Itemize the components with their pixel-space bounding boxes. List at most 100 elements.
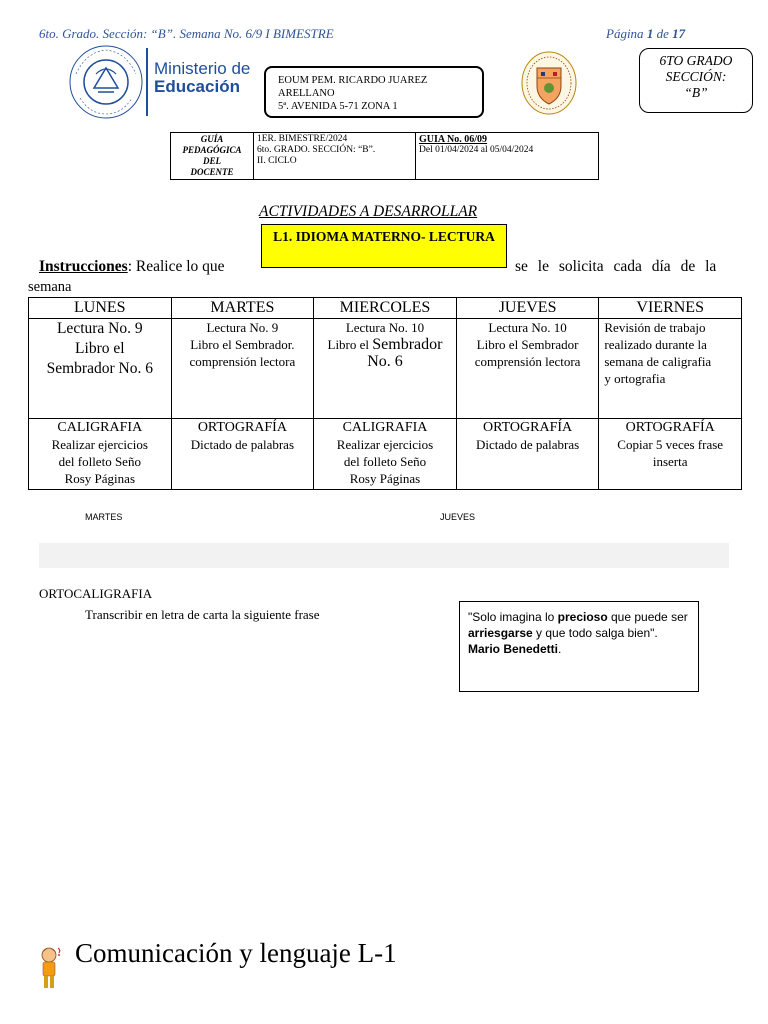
- cell-text: Libro el: [327, 337, 373, 352]
- instructions-text-right: se le solicita cada día de la: [515, 258, 717, 275]
- cell-viernes-writing: ORTOGRAFÍA Copiar 5 veces frase inserta: [598, 418, 742, 490]
- cell-line: comprensión lectora: [474, 354, 581, 369]
- cell-line: Lectura No. 9: [206, 320, 279, 335]
- cell-line: ORTOGRAFÍA: [625, 420, 715, 435]
- cell-lunes-writing: CALIGRAFIA Realizar ejercicios del folle…: [28, 418, 172, 490]
- cell-line: semana de caligrafia: [604, 354, 712, 369]
- cell-lunes-reading: Lectura No. 9 Libro el Sembrador No. 6: [28, 318, 172, 419]
- header-left: 6to. Grado. Sección: “B”. Semana No. 6/9…: [39, 26, 334, 41]
- instructions-right: se le solicita cada día de la: [515, 258, 729, 276]
- instructions-left: Instrucciones: Realice lo que: [39, 258, 225, 276]
- grade-line2: SECCIÓN:: [665, 69, 727, 84]
- header-jueves: JUEVES: [455, 297, 600, 319]
- schedule-header-row: LUNES MARTES MIERCOLES JUEVES VIERNES: [28, 297, 742, 319]
- cell-line: del folleto Seño: [343, 454, 427, 469]
- child-reading-icon: [41, 947, 61, 988]
- header-miercoles: MIERCOLES: [313, 297, 457, 319]
- cell-line: CALIGRAFIA: [342, 420, 428, 435]
- label-jueves: JUEVES: [440, 512, 476, 522]
- gray-band: [39, 543, 729, 568]
- cell-jueves-writing: ORTOGRAFÍA Dictado de palabras: [455, 418, 600, 490]
- cell-line: ORTOGRAFÍA: [483, 420, 573, 435]
- guide-type-line: PEDAGÓGICA: [182, 145, 242, 155]
- cell-line: del folleto Seño: [58, 454, 141, 469]
- quote-bold: arriesgarse: [468, 626, 533, 640]
- quote-author: Mario Benedetti: [468, 642, 559, 656]
- cell-line: Realizar ejercicios: [51, 437, 148, 452]
- guide-number-cell: GUIA No. 06/09 Del 01/04/2024 al 05/04/2…: [415, 132, 599, 180]
- cell-line: Lectura No. 10: [345, 320, 425, 335]
- ministry-divider: [146, 48, 148, 116]
- cell-line: realizado durante la: [604, 337, 707, 352]
- page-of: de: [653, 26, 673, 41]
- footer-subject: Comunicación y lenguaje L-1: [75, 938, 397, 968]
- instructions-continuation: semana: [28, 279, 72, 295]
- cell-line: Dictado de palabras: [475, 437, 580, 452]
- activities-title: ACTIVIDADES A DESARROLLAR: [259, 203, 478, 220]
- cell-line: Copiar 5 veces frase: [617, 437, 724, 452]
- cell-line: Libro el Sembrador: [476, 337, 579, 352]
- cell-line: Dictado de palabras: [190, 437, 294, 452]
- grade-line1: 6TO GRADO: [659, 53, 733, 68]
- label-martes: MARTES: [85, 512, 123, 522]
- cell-miercoles-reading: Lectura No. 10 Libro el Sembrador No. 6: [313, 318, 457, 419]
- cell-line: Rosy Páginas: [349, 471, 421, 486]
- guide-number: GUIA No. 06/09: [419, 134, 488, 145]
- page-indicator: Página 1 de 17: [606, 26, 685, 42]
- ortocaligrafia-title: ORTOCALIGRAFIA: [39, 586, 153, 601]
- guide-type-line: DEL: [203, 156, 221, 166]
- guide-type-line: GUÍA: [200, 134, 224, 144]
- ministry-logo: Ministerio de Educación: [154, 60, 250, 96]
- guide-info-table: GUÍA PEDAGÓGICA DEL DOCENTE 1ER. BIMESTR…: [170, 132, 599, 180]
- guide-period-line: II. CICLO: [257, 156, 297, 166]
- ortocaligrafia-instruction: Transcribir en letra de carta la siguien…: [85, 607, 320, 622]
- cell-line: Rosy Páginas: [64, 471, 135, 486]
- quote-text: y que todo salga bien".: [532, 626, 658, 640]
- instructions-text-left: : Realice lo que: [127, 258, 225, 275]
- cell-line: inserta: [652, 454, 688, 469]
- schedule-row-writing: CALIGRAFIA Realizar ejercicios del folle…: [28, 418, 742, 490]
- cell-line: Lectura No. 9: [56, 320, 143, 337]
- cell-line: Libro el Sembrador.: [190, 337, 295, 352]
- guide-dates: Del 01/04/2024 al 05/04/2024: [419, 145, 534, 155]
- cell-line: comprensión lectora: [189, 354, 296, 369]
- cell-text: Sembrador: [372, 336, 443, 353]
- cell-viernes-reading: Revisión de trabajo realizado durante la…: [598, 318, 742, 419]
- grade-section-box: 6TO GRADO SECCIÓN: “B”: [639, 48, 753, 113]
- cell-martes-writing: ORTOGRAFÍA Dictado de palabras: [170, 418, 315, 490]
- quote-text: que puede ser: [607, 610, 688, 624]
- header-lunes: LUNES: [28, 297, 172, 319]
- cell-miercoles-writing: CALIGRAFIA Realizar ejercicios del folle…: [313, 418, 457, 490]
- page-total: 17: [672, 26, 686, 41]
- cell-line: No. 6: [367, 353, 403, 370]
- quote-text: .: [558, 642, 562, 656]
- quote-box: "Solo imagina lo precioso que puede ser …: [459, 601, 699, 692]
- cell-line: Revisión de trabajo: [604, 320, 706, 335]
- instructions-label: Instrucciones: [39, 258, 128, 275]
- quote-bold: precioso: [557, 610, 608, 624]
- cell-line: Libro el Sembrador: [316, 336, 454, 353]
- grade-line3: “B”: [684, 85, 708, 100]
- cell-line: y ortografia: [604, 371, 666, 386]
- school-line2: ARELLANO: [278, 88, 335, 99]
- ministry-line2: Educación: [154, 76, 240, 96]
- ministry-line1: Ministerio de: [154, 59, 251, 78]
- cell-line: Libro el: [75, 340, 125, 357]
- school-crest-icon: [521, 51, 577, 115]
- cell-line: CALIGRAFIA: [57, 420, 143, 435]
- page-number: 1: [646, 26, 654, 41]
- guide-period-cell: 1ER. BIMESTRE/2024 6to. GRADO. SECCIÓN: …: [253, 132, 416, 180]
- weekly-schedule-table: LUNES MARTES MIERCOLES JUEVES VIERNES Le…: [28, 297, 742, 490]
- guide-period-line: 6to. GRADO. SECCIÓN: “B”.: [257, 145, 376, 155]
- cell-jueves-reading: Lectura No. 10 Libro el Sembrador compre…: [455, 318, 600, 419]
- guide-type-line: DOCENTE: [190, 167, 234, 177]
- guide-period-line: 1ER. BIMESTRE/2024: [257, 134, 348, 144]
- school-line1: EOUM PEM. RICARDO JUAREZ: [278, 75, 428, 86]
- cell-line: Lectura No. 10: [488, 320, 567, 335]
- quote-text: "Solo imagina lo: [468, 610, 558, 624]
- cell-line: Sembrador No. 6: [46, 360, 153, 377]
- cell-line: Realizar ejercicios: [336, 437, 434, 452]
- schedule-row-reading: Lectura No. 9 Libro el Sembrador No. 6 L…: [28, 318, 742, 419]
- school-line3: 5ª. AVENIDA 5-71 ZONA 1: [278, 101, 398, 112]
- guatemala-seal-icon: [69, 45, 143, 119]
